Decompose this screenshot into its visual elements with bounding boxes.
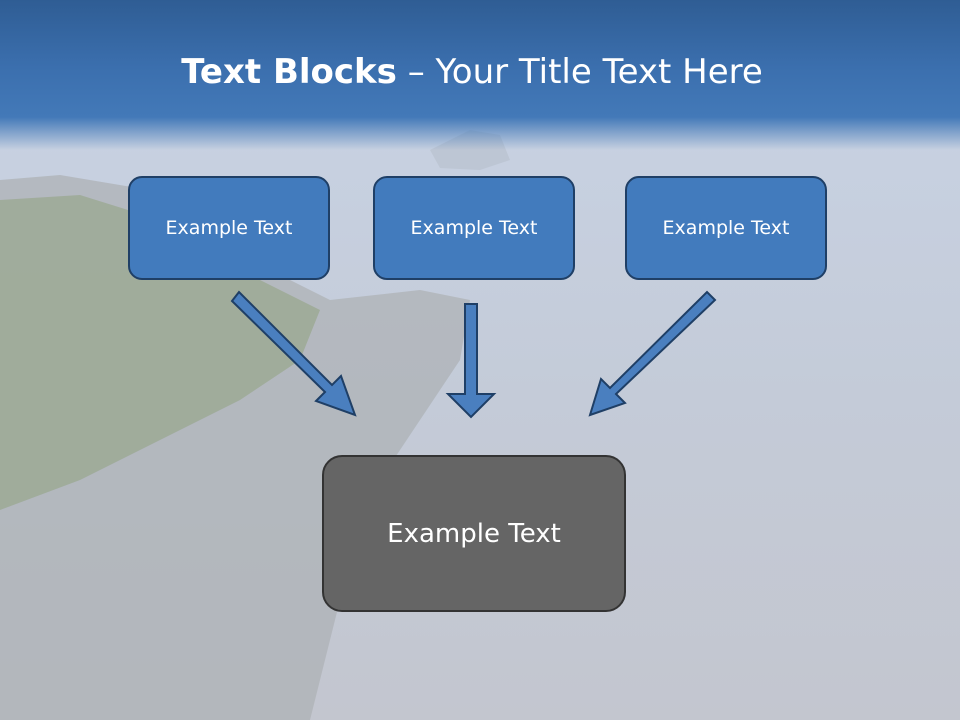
arrow-center-down xyxy=(445,303,497,419)
text-block-center[interactable]: Example Text xyxy=(373,176,575,280)
title-dash: – xyxy=(396,52,436,92)
target-block[interactable]: Example Text xyxy=(322,455,626,612)
title-rest: Your Title Text Here xyxy=(435,52,763,92)
title-bar xyxy=(0,0,960,150)
text-block-left[interactable]: Example Text xyxy=(128,176,330,280)
text-block-right[interactable]: Example Text xyxy=(625,176,827,280)
arrow-right-diagonal xyxy=(588,290,717,417)
title-bold: Text Blocks xyxy=(181,52,397,92)
slide-title: Text Blocks – Your Title Text Here xyxy=(0,52,944,92)
arrow-left-diagonal xyxy=(230,290,357,417)
